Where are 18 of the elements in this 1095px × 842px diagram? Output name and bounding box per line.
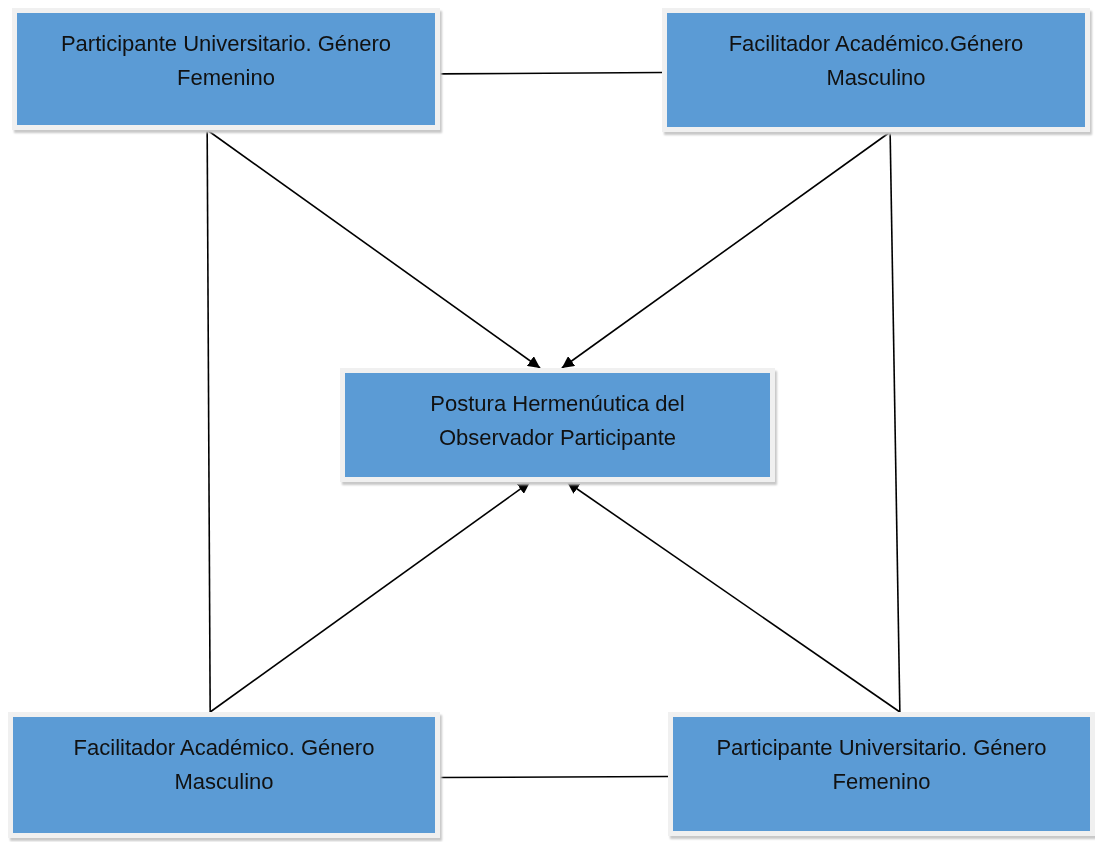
process-box (8, 712, 440, 838)
process-box (340, 368, 775, 482)
arrow (206, 129, 541, 369)
box-label: Postura Hermenúutica del Observador Participante (429, 390, 686, 452)
connector-line (206, 129, 211, 713)
process-box (12, 8, 440, 130)
box-label: Facilitador Académico. Género Masculino (72, 734, 376, 796)
arrow (209, 481, 531, 713)
box-label: Participante Universitario. Género Femenino (59, 30, 393, 92)
box-label: Participante Universitario. Género Femenino (715, 734, 1048, 796)
arrow (566, 481, 901, 713)
process-box (662, 8, 1090, 132)
box-label: Facilitador Académico.Género Masculino (727, 30, 1025, 92)
connector-line (439, 775, 669, 779)
connector-line (889, 131, 901, 713)
process-box (668, 712, 1095, 836)
arrow (561, 131, 891, 369)
connector-line (439, 71, 663, 75)
